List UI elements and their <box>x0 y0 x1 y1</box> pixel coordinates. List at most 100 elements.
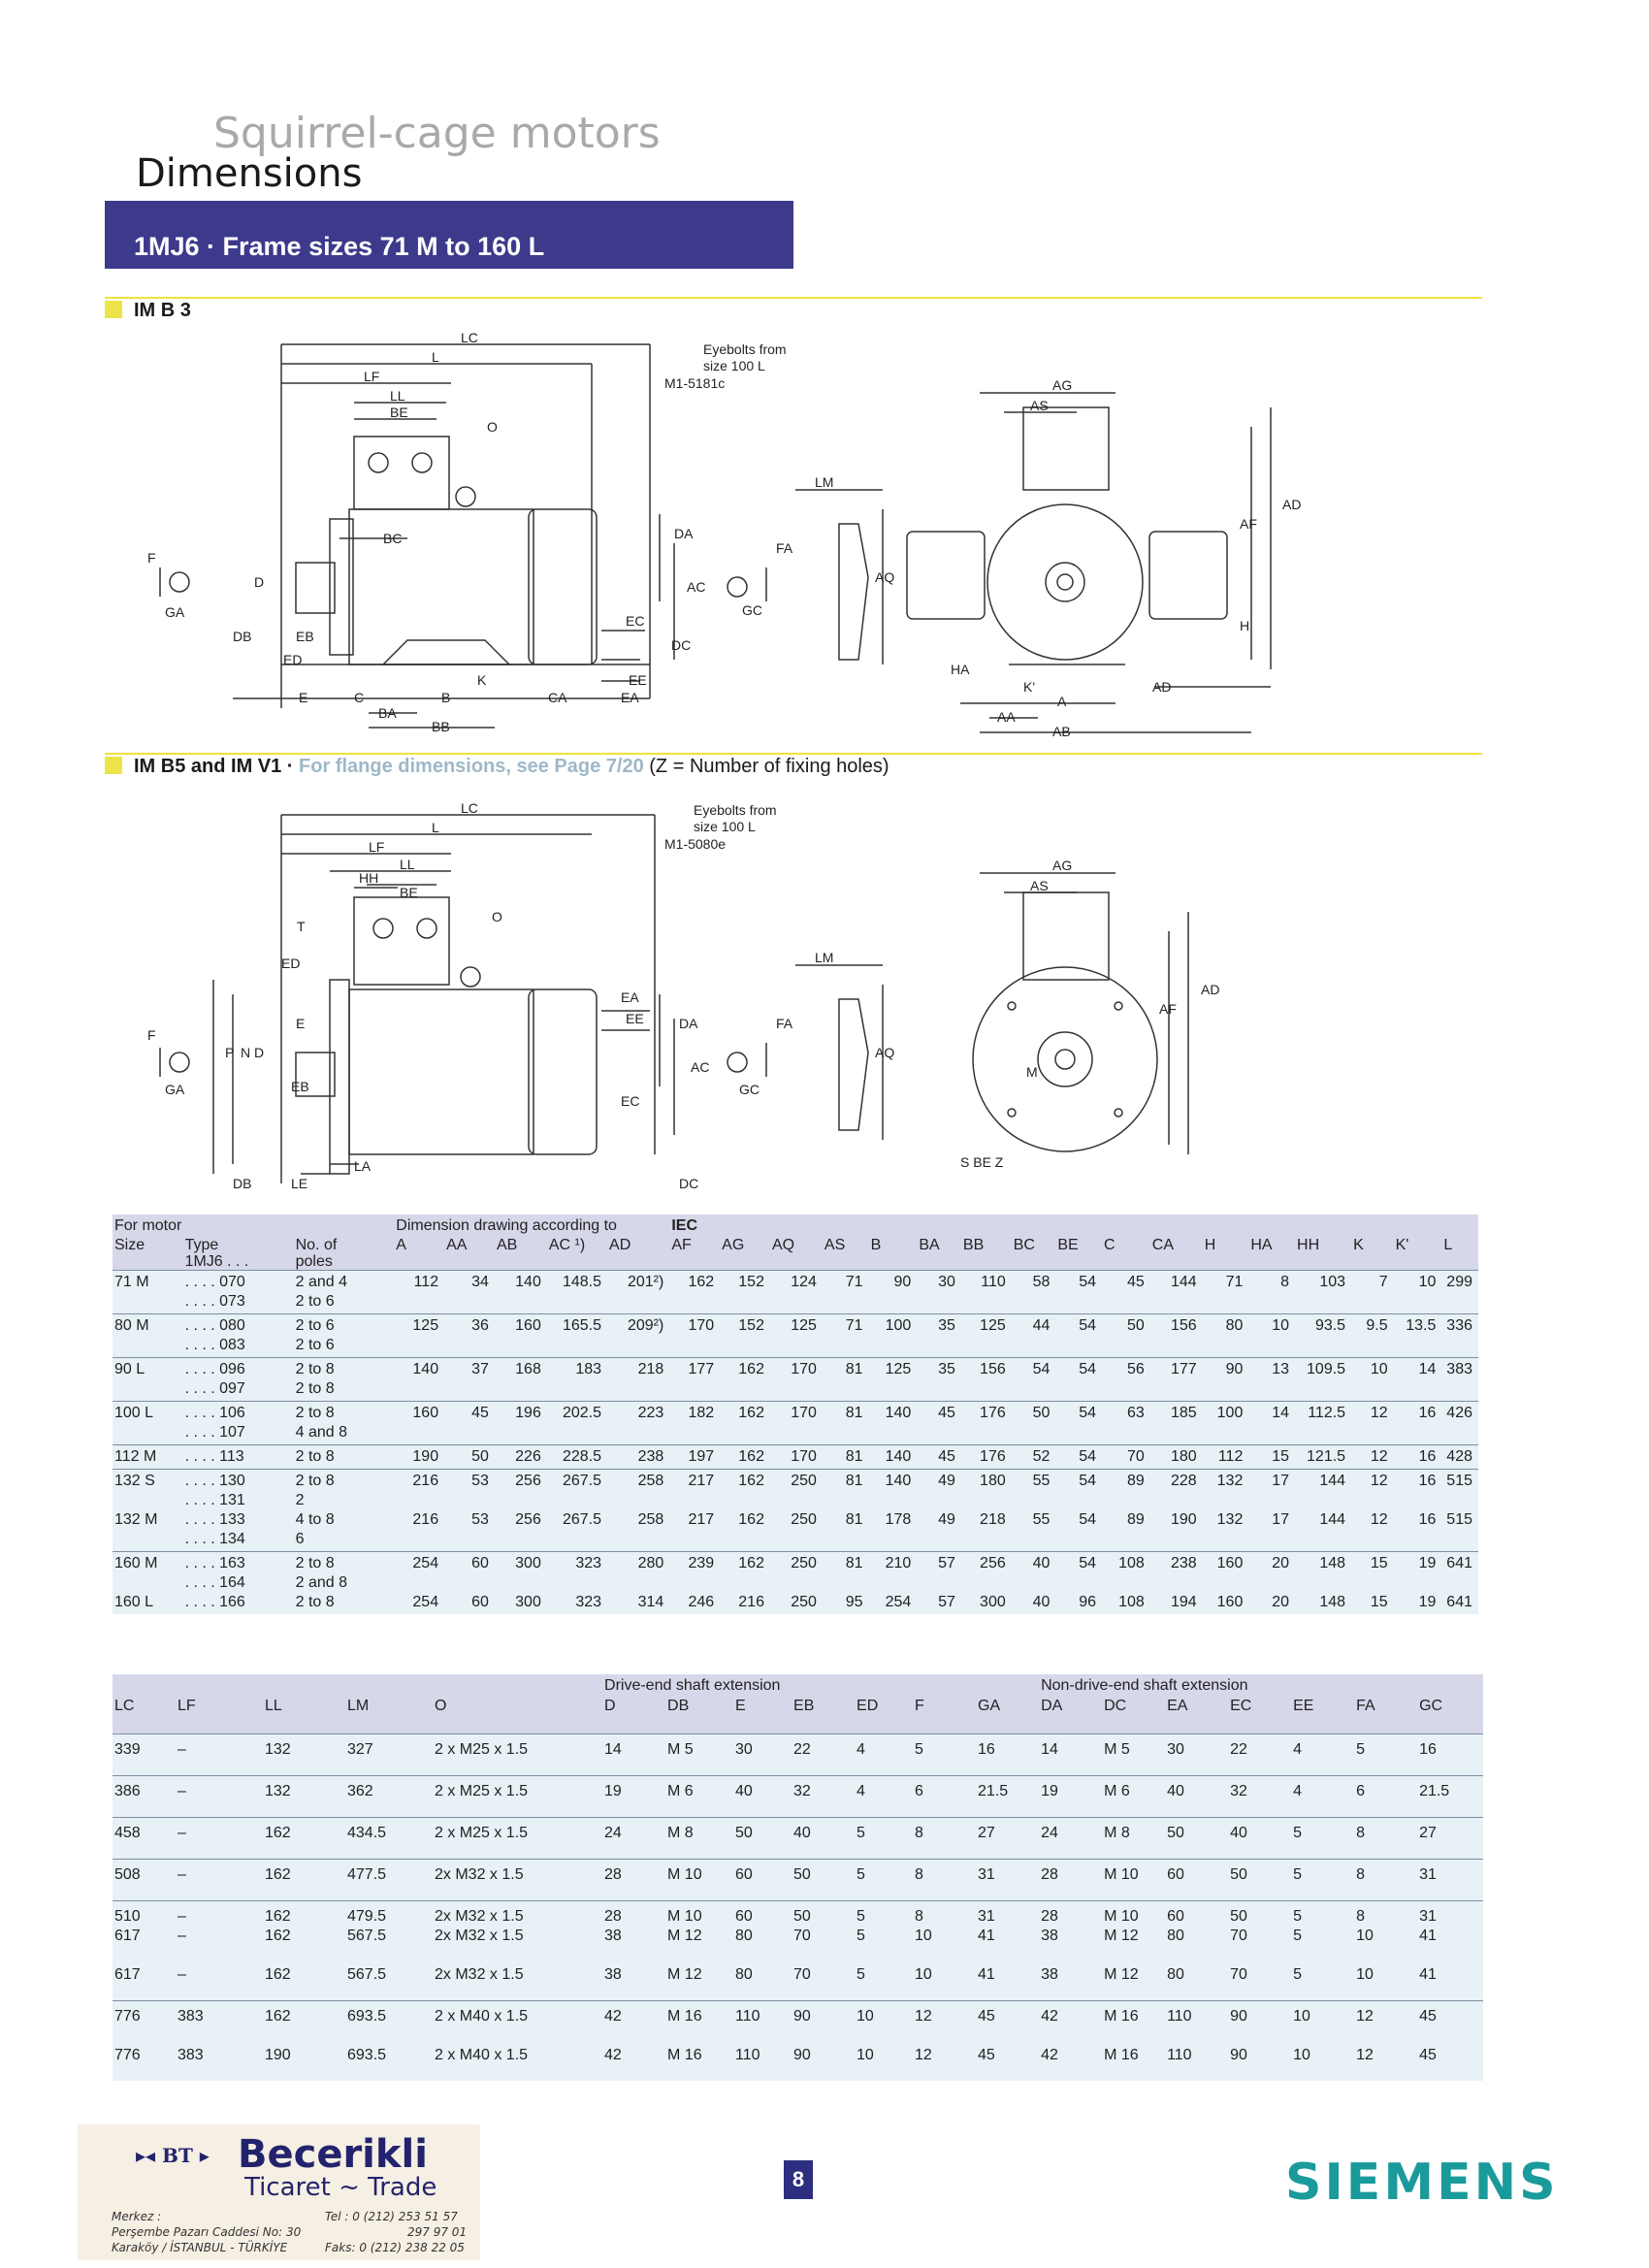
dimension-table-main: For motor Dimension drawing according to… <box>113 1215 1478 1614</box>
column-header: H <box>1204 1237 1216 1253</box>
dim-label: EC <box>626 613 644 629</box>
section-marker <box>105 301 122 318</box>
table-cell: 112 <box>1217 1448 1244 1465</box>
column-header: HA <box>1250 1237 1273 1253</box>
table-cell: 5 <box>915 1741 923 1758</box>
dim-label: AD <box>1201 982 1219 997</box>
table-cell: – <box>178 1783 186 1799</box>
table-cell: 121.5 <box>1307 1448 1346 1465</box>
table-cell: 44 <box>1032 1317 1051 1334</box>
dim-label: A <box>1057 694 1067 709</box>
table-cell: 170 <box>791 1405 817 1421</box>
column-header: K' <box>1395 1237 1409 1253</box>
table-cell: 9.5 <box>1366 1317 1388 1334</box>
dim-label: K <box>477 672 487 688</box>
column-header: AS <box>824 1237 846 1253</box>
table-cell: 35 <box>938 1317 955 1334</box>
dealer-trade: Ticaret ~ Trade <box>244 2173 437 2202</box>
dim-label: GC <box>739 1082 760 1097</box>
column-header: BB <box>962 1237 985 1253</box>
eyebolt-note: size 100 L <box>703 358 765 373</box>
dim-label: EA <box>621 690 639 705</box>
table-cell: 15 <box>1272 1448 1290 1465</box>
dim-label: FA <box>776 1016 793 1031</box>
dim-label: AG <box>1052 377 1072 393</box>
table-cell: 170 <box>791 1448 817 1465</box>
table-cell: 177 <box>1170 1361 1197 1377</box>
table-cell: 140 <box>885 1405 912 1421</box>
dealer-address-street: Perşembe Pazarı Caddesi No: 30 <box>112 2225 302 2239</box>
group-iec: IEC <box>671 1217 697 1234</box>
table-cell: 31 <box>978 1866 995 1883</box>
column-header: L <box>1443 1237 1453 1253</box>
dim-label: LL <box>390 388 405 404</box>
dim-label: D <box>254 574 264 590</box>
table-cell: 71 <box>845 1274 863 1290</box>
dealer-logo-icon: ▸◂ BT ▸ <box>136 2144 210 2167</box>
table-cell: 162 <box>688 1274 715 1290</box>
dim-label: AD <box>1152 679 1171 695</box>
table-cell: 362 <box>347 1783 373 1799</box>
table-cell: 6 <box>1356 1783 1365 1799</box>
dim-label: AS <box>1030 398 1049 413</box>
table-cell: 37 <box>471 1361 489 1377</box>
table-cell: 383 <box>1446 1361 1472 1377</box>
table-cell: 162 <box>738 1361 764 1377</box>
table-cell: 16 <box>1418 1448 1437 1465</box>
table-cell: 10 <box>1370 1361 1388 1377</box>
table-cell: 13.5 <box>1406 1317 1437 1334</box>
page-title: Dimensions <box>136 151 363 196</box>
table-cell: 185 <box>1170 1405 1197 1421</box>
table-cell: 132 <box>265 1741 291 1758</box>
table-cell: 112.5 <box>1308 1405 1346 1421</box>
table-cell: 100 <box>885 1317 912 1334</box>
column-header: AG <box>722 1237 745 1253</box>
table-cell: 4 <box>857 1741 865 1758</box>
table-cell: 180 <box>1170 1448 1197 1465</box>
table-cell: 177 <box>688 1361 715 1377</box>
table-cell: 21.5 <box>978 1783 1009 1799</box>
brand-logo: SIEMENS <box>1285 2154 1559 2212</box>
table-cell: 144 <box>1170 1274 1197 1290</box>
table-cell: 32 <box>1230 1783 1247 1799</box>
dim-label: GA <box>165 1082 185 1097</box>
table-cell: 183 <box>575 1361 602 1377</box>
table-cell: 71 <box>845 1317 863 1334</box>
table-cell: 223 <box>637 1405 664 1421</box>
column-header: AB <box>496 1237 518 1253</box>
flange-page-link[interactable]: For flange dimensions, see Page 7/20 <box>299 756 644 777</box>
eyebolt-note: size 100 L <box>694 819 756 834</box>
column-header: LL <box>265 1698 282 1714</box>
table-cell: M 10 <box>1104 1866 1139 1883</box>
dealer-logo-text: BT <box>162 2144 193 2167</box>
table-cell: M 5 <box>667 1741 694 1758</box>
table-cell: 201²) <box>627 1274 664 1290</box>
table-cell: 16 <box>1418 1405 1437 1421</box>
column-header: GA <box>978 1698 1001 1714</box>
table-cell: 162 <box>738 1448 764 1465</box>
